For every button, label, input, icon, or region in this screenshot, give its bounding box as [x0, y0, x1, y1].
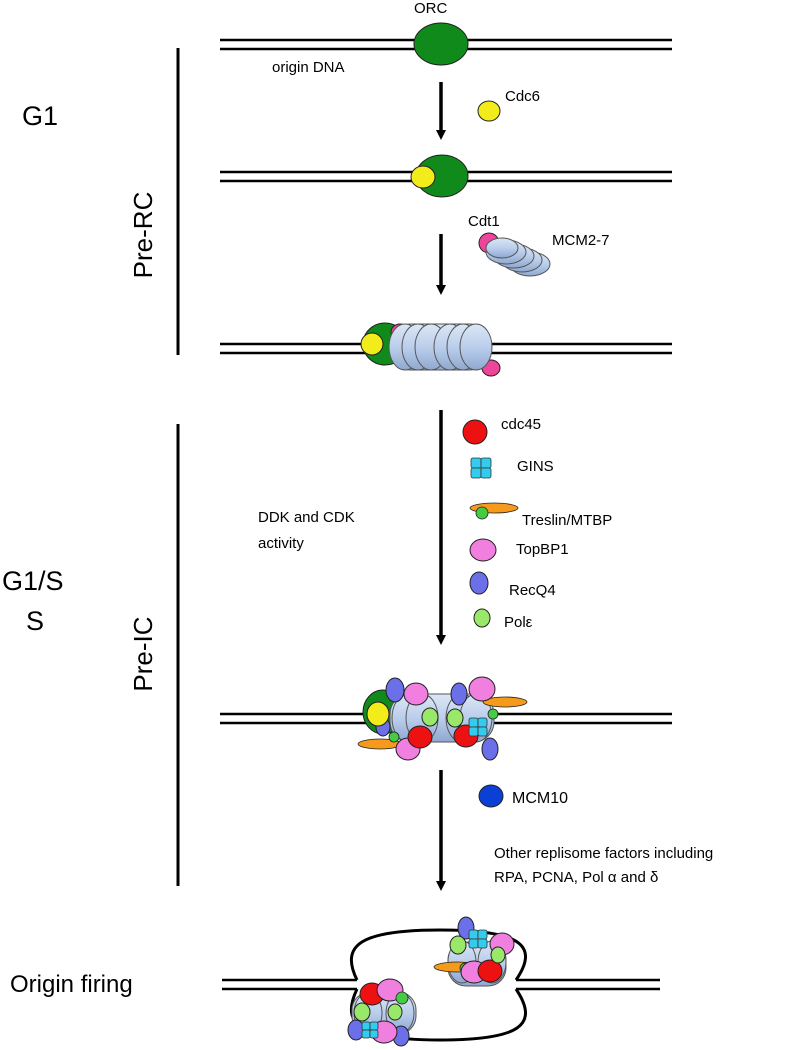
mcm27-hexamer — [485, 237, 551, 277]
treslin-label: Treslin/MTBP — [522, 512, 612, 529]
pre-ic-label: Pre-IC — [128, 616, 158, 691]
factor-treslin: Treslin/MTBP — [469, 502, 612, 529]
mcm27-cdt1-complex — [478, 232, 551, 277]
cdc6-label: Cdc6 — [505, 88, 540, 105]
replisome-lower — [347, 978, 417, 1047]
cdc6-protein — [477, 100, 501, 122]
mcm10-label: MCM10 — [512, 790, 568, 807]
cdc45-label: cdc45 — [501, 416, 541, 433]
factor-topbp1: TopBP1 — [469, 538, 569, 562]
origin-dna-label: origin DNA — [272, 59, 345, 76]
phase-label-g1: G1 — [22, 101, 58, 131]
phase-label-s: S — [26, 606, 44, 636]
other-factors-label-line1: Other replisome factors including — [494, 845, 713, 862]
mcm27-label: MCM2-7 — [552, 232, 610, 249]
factor-recq4: RecQ4 — [469, 571, 556, 599]
topbp1-label: TopBP1 — [516, 541, 569, 558]
gins-icon — [470, 457, 492, 479]
recq4-icon — [469, 571, 489, 595]
pre-ic-complex — [357, 676, 528, 761]
replisome-upper — [433, 916, 515, 987]
factor-cdc45: cdc45 — [462, 416, 541, 445]
cdc6-protein — [360, 332, 384, 356]
cdc45-icon — [462, 419, 488, 445]
topbp1-icon — [469, 538, 497, 562]
factor-gins: GINS — [470, 457, 554, 479]
recq4-label: RecQ4 — [509, 582, 556, 599]
mtbp-icon — [475, 506, 489, 520]
ddk-cdk-label-line2: activity — [258, 535, 304, 552]
ddk-cdk-label-line1: DDK and CDK — [258, 509, 355, 526]
pre-rc-label: Pre-RC — [128, 192, 158, 279]
phase-label-g1s: G1/S — [2, 566, 64, 596]
replication-bubble — [222, 928, 660, 1042]
factor-pole: Polε — [473, 608, 533, 631]
orc-protein — [413, 22, 469, 66]
pre-rc-complex — [360, 322, 501, 377]
cdc6-protein — [410, 165, 436, 189]
mcm-double-hexamer — [388, 323, 493, 371]
pole-label: Polε — [504, 614, 533, 631]
mcm10-icon — [478, 784, 504, 808]
phase-label-origin-firing: Origin firing — [10, 971, 133, 998]
gins-label: GINS — [517, 458, 554, 475]
pole-icon — [473, 608, 491, 628]
cdt1-label: Cdt1 — [468, 213, 500, 230]
other-factors-label-line2: RPA, PCNA, Pol α and δ — [494, 869, 658, 886]
orc-label: ORC — [414, 0, 448, 17]
